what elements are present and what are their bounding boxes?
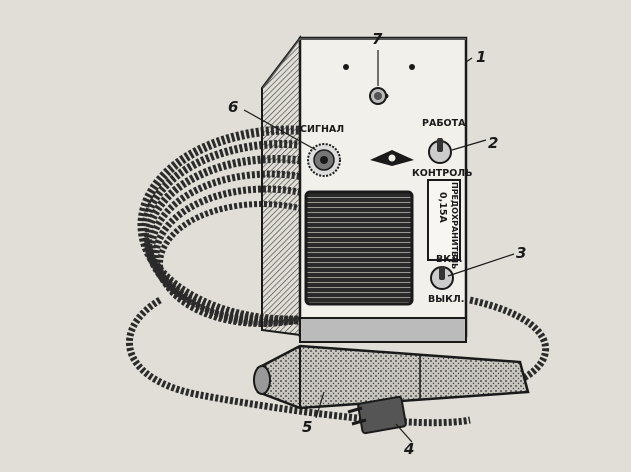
label-signal: СИГНАЛ xyxy=(300,124,344,135)
callout-6: 6 xyxy=(228,98,238,116)
label-work: РАБОТА xyxy=(422,118,466,129)
fuse-holder xyxy=(427,179,461,261)
mode-toggle-switch[interactable] xyxy=(428,138,452,164)
power-plug xyxy=(347,395,407,435)
emblem-icon xyxy=(370,150,414,166)
power-toggle-switch[interactable] xyxy=(430,266,454,290)
signal-knob[interactable] xyxy=(307,143,341,177)
callout-1: 1 xyxy=(476,48,486,66)
screw xyxy=(343,64,349,70)
callout-7: 7 xyxy=(372,30,383,48)
indicator-lamp xyxy=(369,87,387,105)
speaker-grille xyxy=(304,190,414,306)
callout-5: 5 xyxy=(302,418,312,436)
leader-lines xyxy=(243,50,515,443)
screw xyxy=(409,64,415,70)
label-off: ВЫКЛ. xyxy=(428,294,464,305)
label-fuse-rating: 0,15А xyxy=(437,192,448,223)
label-control: КОНТРОЛЬ xyxy=(412,168,472,179)
callout-3: 3 xyxy=(516,244,526,262)
label-fuse: ПРЕДОХРАНИТЕЛЬ xyxy=(450,182,459,269)
label-on: ВКЛ. xyxy=(436,254,463,265)
callout-2: 2 xyxy=(488,134,498,152)
callout-4: 4 xyxy=(403,440,414,458)
probe-handle xyxy=(253,344,530,410)
